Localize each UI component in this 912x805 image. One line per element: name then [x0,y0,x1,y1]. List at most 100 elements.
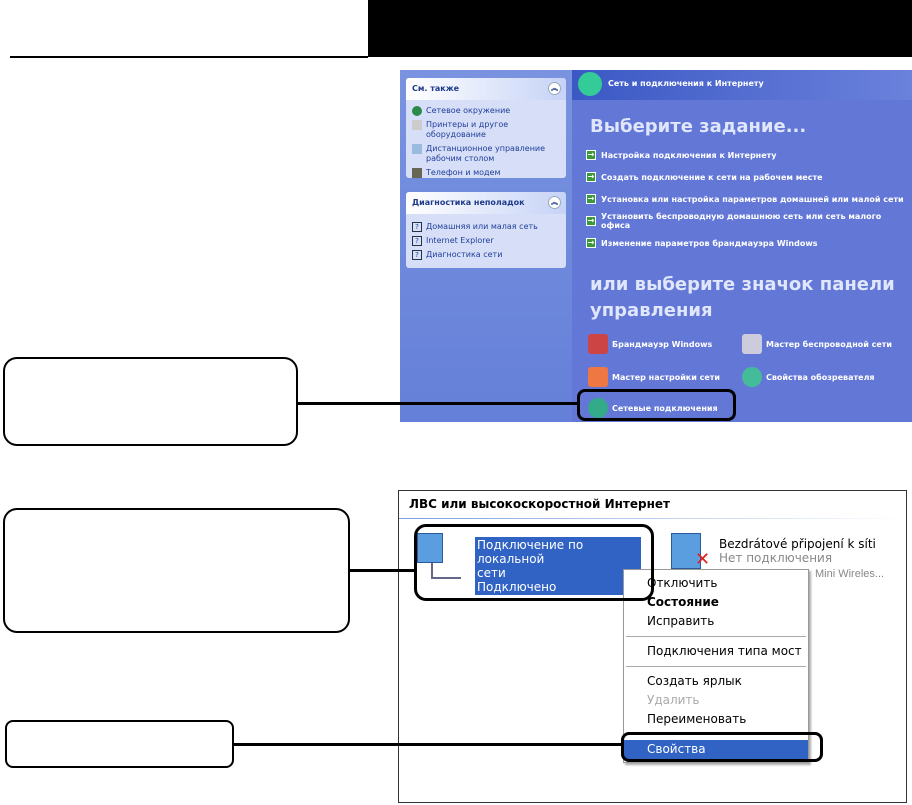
menu-separator [626,636,806,637]
task-label: Установить беспроводную домашнюю сеть ил… [600,212,882,230]
menu-repair[interactable]: Исправить [647,614,715,628]
list-item[interactable]: Дистанционное управление рабочим столом [406,142,566,166]
arrow-icon: → [586,150,596,160]
wifi-device: Mini Wireles... [815,568,885,580]
lan-connection-icon [417,533,461,583]
item-label: Internet Explorer [426,236,494,245]
list-item[interactable]: Телефон и модем [406,166,566,180]
category-title: Сеть и подключения к Интернету [608,79,764,88]
troubleshoot-box: Диагностика неполадок ︽ ? Домашняя или мал… [406,192,566,268]
wifi-name: Bezdrátové připojení k síti [719,537,876,551]
main-pane: Сеть и подключения к Интернету Выберите … [572,70,912,422]
category-header: Сеть и подключения к Интернету [572,70,912,100]
lan-name-cont: сети [477,566,506,580]
header-rule [10,56,368,58]
callout-box-2 [3,508,350,633]
see-also-title: См. также [412,84,460,93]
task-label: Создать подключение к сети на рабочем ме… [601,172,823,182]
list-item[interactable]: ? Диагностика сети [406,248,566,262]
task-label: Настройка подключения к Интернету [601,150,777,160]
help-icon: ? [412,250,422,260]
control-panel-screenshot: См. также ︽ Сетевое окружение Принтеры и … [400,70,912,422]
icon-label: Брандмауэр Windows [612,339,713,349]
printer-icon [412,120,422,130]
context-menu: Отключить Состояние Исправить Подключени… [623,569,809,763]
see-also-box: См. также ︽ Сетевое окружение Принтеры и … [406,78,566,178]
wireless-icon [742,334,762,354]
section-heading: ЛВС или высокоскоростной Интернет [409,497,670,511]
lan-name: Подключение по локальной [477,538,584,566]
lan-connection[interactable]: Подключение по локальной сети Подключено [475,537,641,595]
highlight-lan-connection [414,524,654,601]
header-bar [368,0,912,57]
callout-line-2 [349,569,415,572]
task-link[interactable]: → Создать подключение к сети на рабочем м… [586,166,912,188]
menu-separator [626,666,806,667]
menu-status[interactable]: Состояние [647,595,719,609]
menu-rename[interactable]: Переименовать [647,712,747,726]
lan-status: Подключено [477,580,557,594]
menu-delete[interactable]: Удалить [647,693,700,707]
task-link[interactable]: → Изменение параметров брандмауэра Window… [586,232,912,254]
callout-line-1 [297,402,578,405]
network-connections-icon [588,398,608,418]
network-icon [412,106,422,116]
collapse-icon[interactable]: ︽ [548,82,561,95]
troubleshoot-title: Диагностика неполадок [412,198,525,207]
icon-label: Мастер беспроводной сети [766,339,893,349]
firewall-icon [588,334,608,354]
menu-bridge[interactable]: Подключения типа мост [647,644,802,658]
firewall-link[interactable]: Брандмауэр Windows [588,334,712,354]
menu-disconnect[interactable]: Отключить [647,576,718,590]
network-connections-link[interactable]: Сетевые подключения [588,398,718,418]
section-rule [399,518,906,519]
left-pane: См. также ︽ Сетевое окружение Принтеры и … [400,70,572,422]
list-item[interactable]: Сетевое окружение [406,104,566,118]
item-label: Диагностика сети [426,250,503,259]
task-label: Изменение параметров брандмауэра Windows [601,238,818,248]
task-link[interactable]: → Установка или настройка параметров дома… [586,188,912,210]
item-label: Принтеры и другое оборудование [426,120,509,139]
collapse-icon[interactable]: ︽ [548,196,561,209]
disconnected-x-icon: ✕ [695,549,711,570]
callout-box-3 [5,720,234,768]
item-label: Дистанционное управление рабочим столом [426,144,546,163]
highlight-network-connections [577,389,736,421]
list-item[interactable]: Принтеры и другое оборудование [406,118,566,142]
item-label: Телефон и модем [426,168,501,177]
arrow-icon: → [586,216,596,226]
wireless-connection[interactable]: Bezdrátové připojení k síti Нет подключе… [719,537,876,565]
item-label: Домашняя или малая сеть [426,222,538,231]
menu-create-shortcut[interactable]: Создать ярлык [647,674,742,688]
help-icon: ? [412,236,422,246]
task-link[interactable]: → Установить беспроводную домашнюю сеть и… [586,210,912,232]
wireless-connection-icon [671,533,701,569]
callout-line-3 [233,743,622,746]
callout-box-1 [3,357,298,446]
icon-label: Сетевые подключения [612,403,718,413]
wireless-wizard-link[interactable]: Мастер беспроводной сети [742,334,892,354]
remote-desktop-icon [412,144,422,154]
arrow-icon: → [586,238,596,248]
icon-label: Мастер настройки сети [612,372,721,382]
pick-icon-heading: или выберите значок панели управления [590,274,895,321]
network-wizard-link[interactable]: Мастер настройки сети [588,367,720,387]
home-icon [588,367,608,387]
menu-properties[interactable]: Свойства [624,740,808,759]
wifi-status: Нет подключения [719,551,833,565]
pick-task-heading: Выберите задание... [590,116,807,137]
icon-label: Свойства обозревателя [766,372,875,382]
phone-icon [412,168,422,178]
arrow-icon: → [586,194,596,204]
task-label: Установка или настройка параметров домаш… [601,194,904,204]
help-icon: ? [412,222,422,232]
item-label: Сетевое окружение [426,106,511,115]
network-globe-icon [578,72,602,96]
task-link[interactable]: → Настройка подключения к Интернету [586,144,912,166]
arrow-icon: → [586,172,596,182]
internet-options-icon [742,367,762,387]
internet-options-link[interactable]: Свойства обозревателя [742,367,875,387]
highlight-properties [621,732,823,762]
list-item[interactable]: ? Домашняя или малая сеть [406,220,566,234]
list-item[interactable]: ? Internet Explorer [406,234,566,248]
